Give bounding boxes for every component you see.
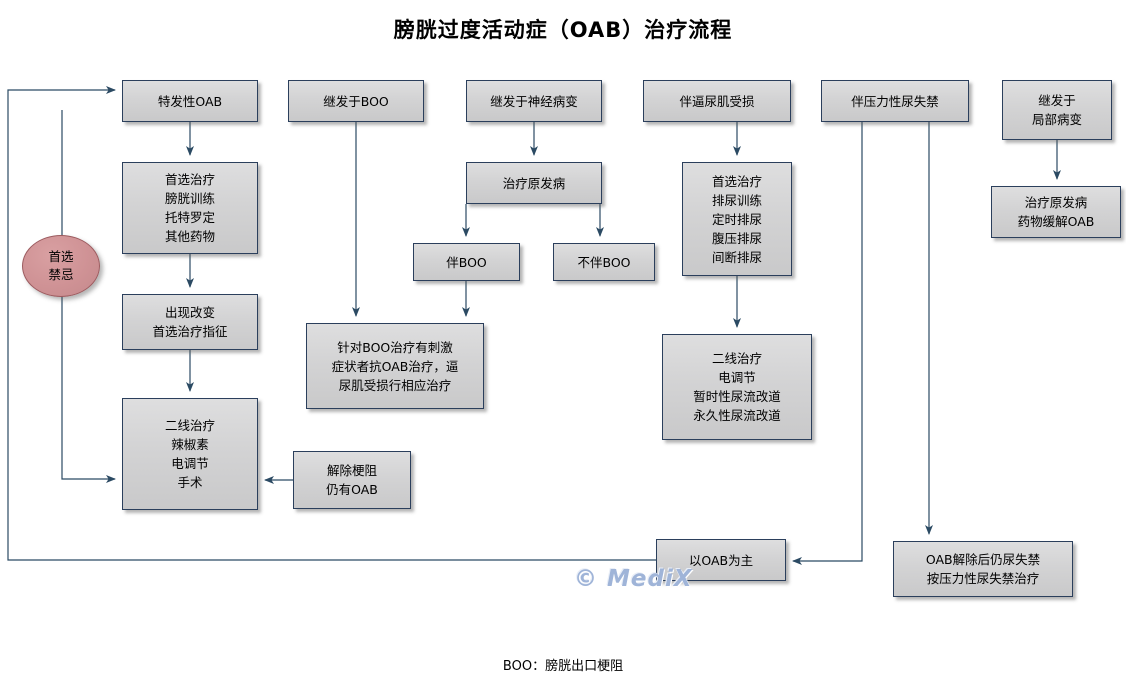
connector-oab_dominant-to-idiopathic_oab — [7, 86, 656, 561]
node-label: 治疗原发病 药物缓解OAB — [1017, 195, 1095, 229]
node-boo_treatment[interactable]: 针对BOO治疗有刺激 症状者抗OAB治疗，逼 尿肌受损行相应治疗 — [306, 323, 484, 409]
node-contraindication[interactable]: 首选 禁忌 — [22, 235, 100, 297]
node-stress_incont[interactable]: 伴压力性尿失禁 — [821, 80, 969, 122]
node-label: 伴逼尿肌受损 — [679, 93, 755, 109]
node-label: 治疗原发病 — [502, 175, 566, 191]
node-first_line_2[interactable]: 首选治疗 排尿训练 定时排尿 腹压排尿 间断排尿 — [682, 162, 792, 276]
connector-stress_incont-to-oab_dominant — [792, 122, 863, 565]
node-label: 伴压力性尿失禁 — [851, 93, 939, 109]
node-idiopathic_oab[interactable]: 特发性OAB — [122, 80, 258, 122]
node-with_boo[interactable]: 伴BOO — [413, 243, 520, 281]
node-label: 继发于BOO — [323, 93, 389, 109]
node-secondary_neuro[interactable]: 继发于神经病变 — [466, 80, 602, 122]
node-label: 继发于神经病变 — [490, 93, 578, 109]
node-oab_dominant[interactable]: 以OAB为主 — [656, 539, 786, 581]
node-second_line_2[interactable]: 二线治疗 电调节 暂时性尿流改道 永久性尿流改道 — [662, 334, 812, 440]
node-label: OAB解除后仍尿失禁 按压力性尿失禁治疗 — [925, 552, 1041, 586]
page-title: 膀胱过度活动症（OAB）治疗流程 — [393, 18, 733, 42]
node-label: 不伴BOO — [577, 254, 631, 270]
node-label: 特发性OAB — [157, 93, 223, 109]
connector-contraindication-to-second_line_1 — [61, 110, 116, 483]
node-oab_relieved[interactable]: OAB解除后仍尿失禁 按压力性尿失禁治疗 — [893, 541, 1073, 597]
node-first_line_1[interactable]: 首选治疗 膀胱训练 托特罗定 其他药物 — [122, 162, 258, 254]
node-detrusor_damage[interactable]: 伴逼尿肌受损 — [643, 80, 791, 122]
node-secondary_local[interactable]: 继发于 局部病变 — [1002, 80, 1112, 140]
node-label: 二线治疗 辣椒素 电调节 手术 — [164, 418, 215, 490]
node-treat_primary_2[interactable]: 治疗原发病 药物缓解OAB — [991, 186, 1121, 238]
footnote-boo-abbreviation: BOO：膀胱出口梗阻 — [502, 659, 624, 674]
node-label: 继发于 局部病变 — [1031, 93, 1082, 127]
node-label: 首选治疗 膀胱训练 托特罗定 其他药物 — [164, 172, 215, 244]
node-relieve_obstruction[interactable]: 解除梗阻 仍有OAB — [293, 451, 411, 509]
node-label: 出现改变 首选治疗指征 — [152, 305, 228, 339]
node-without_boo[interactable]: 不伴BOO — [553, 243, 655, 281]
node-label: 针对BOO治疗有刺激 症状者抗OAB治疗，逼 尿肌受损行相应治疗 — [331, 339, 459, 393]
node-label: 二线治疗 电调节 暂时性尿流改道 永久性尿流改道 — [693, 351, 781, 423]
node-second_line_1[interactable]: 二线治疗 辣椒素 电调节 手术 — [122, 398, 258, 510]
node-label: 首选 禁忌 — [48, 249, 74, 282]
node-label: 以OAB为主 — [688, 552, 754, 568]
node-change_indication[interactable]: 出现改变 首选治疗指征 — [122, 294, 258, 350]
node-secondary_boo[interactable]: 继发于BOO — [288, 80, 424, 122]
node-treat_primary_1[interactable]: 治疗原发病 — [466, 162, 602, 204]
node-label: 解除梗阻 仍有OAB — [326, 463, 378, 497]
node-label: 首选治疗 排尿训练 定时排尿 腹压排尿 间断排尿 — [711, 173, 762, 265]
edge-group — [7, 86, 1061, 565]
node-label: 伴BOO — [446, 254, 487, 270]
